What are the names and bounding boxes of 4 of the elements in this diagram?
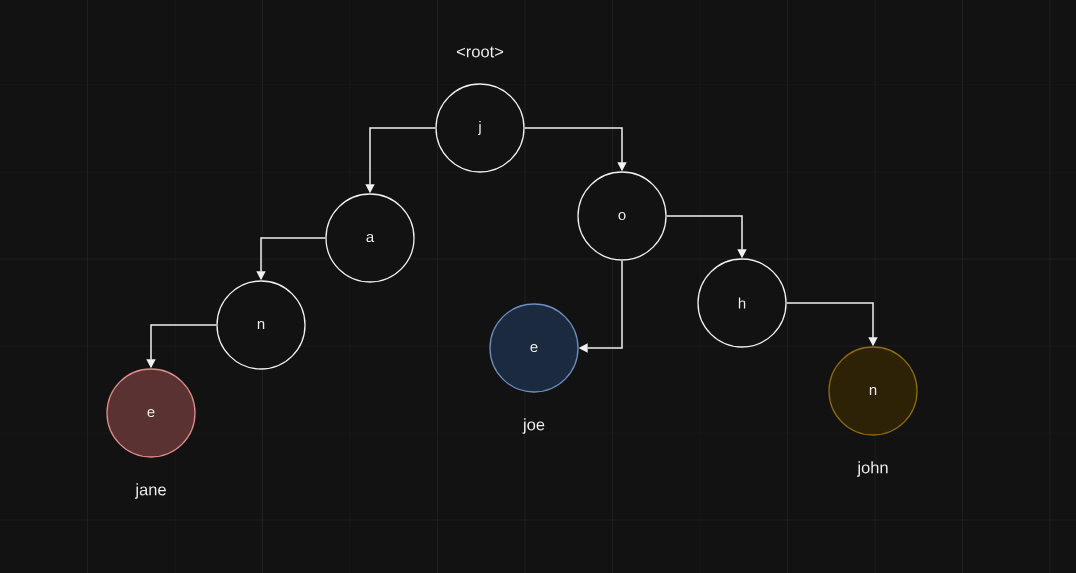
word-label: jane — [135, 483, 166, 499]
word-label: <root> — [456, 46, 504, 58]
word-label: john — [857, 461, 888, 477]
word-label: joe — [522, 418, 545, 434]
